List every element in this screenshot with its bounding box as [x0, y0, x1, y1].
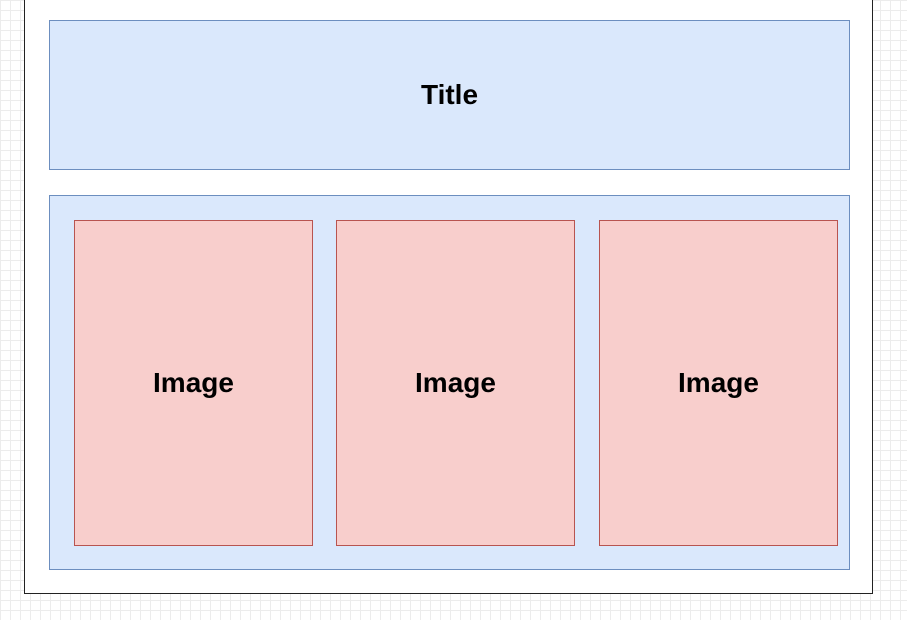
image-placeholder-box-2[interactable]: Image — [336, 220, 575, 546]
image-label-3: Image — [678, 367, 759, 398]
image-placeholder-box-3[interactable]: Image — [599, 220, 838, 546]
title-box[interactable]: Title — [49, 20, 850, 170]
image-placeholder-box-1[interactable]: Image — [74, 220, 313, 546]
image-label-2: Image — [415, 367, 496, 398]
title-label: Title — [420, 79, 479, 110]
image-label-1: Image — [153, 367, 234, 398]
